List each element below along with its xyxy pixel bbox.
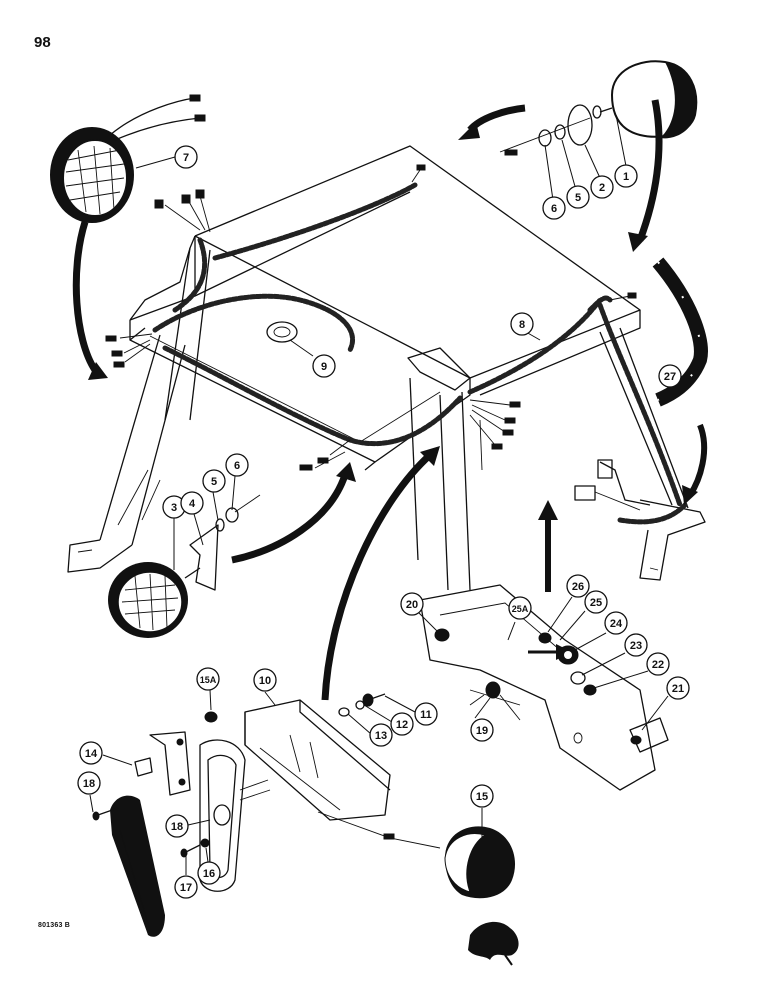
page-number: 98 [34, 34, 51, 51]
callout-16: 16 [197, 861, 221, 885]
callout-1: 1 [614, 164, 638, 188]
svg-text:11: 11 [420, 709, 432, 721]
callout-11: 11 [414, 702, 438, 726]
svg-text:23: 23 [630, 640, 642, 652]
callout-8: 8 [510, 312, 534, 336]
svg-text:12: 12 [396, 719, 408, 731]
callout-23: 23 [624, 633, 648, 657]
svg-text:27: 27 [664, 371, 676, 383]
leader-lines [89, 114, 703, 875]
svg-text:5: 5 [575, 192, 581, 204]
callout-21: 21 [666, 676, 690, 700]
callout-22: 22 [646, 652, 670, 676]
callout-13: 13 [369, 723, 393, 747]
svg-text:7: 7 [183, 152, 189, 164]
svg-text:4: 4 [189, 498, 196, 510]
printer-mark [468, 921, 519, 966]
svg-text:15: 15 [476, 791, 488, 803]
callout-5-lower: 5 [202, 469, 226, 493]
rear-work-lamp [499, 60, 698, 156]
callout-9: 9 [312, 354, 336, 378]
callout-20: 20 [400, 592, 424, 616]
callout-19: 19 [470, 718, 494, 742]
svg-text:25: 25 [590, 597, 602, 609]
front-left-lamp [50, 94, 206, 223]
svg-text:15A: 15A [200, 675, 217, 685]
lower-front-lamp [108, 494, 261, 638]
callout-26: 26 [566, 574, 590, 598]
svg-text:9: 9 [321, 361, 327, 373]
svg-text:26: 26 [572, 581, 584, 593]
callout-15: 15 [470, 784, 494, 808]
callout-4: 4 [180, 491, 204, 515]
svg-text:10: 10 [259, 675, 271, 687]
direction-arrows [72, 99, 708, 701]
callout-6-top: 6 [542, 196, 566, 220]
svg-text:13: 13 [375, 730, 387, 742]
canopy-frame [67, 145, 706, 591]
svg-text:19: 19 [476, 725, 488, 737]
svg-text:3: 3 [171, 502, 177, 514]
svg-text:17: 17 [180, 882, 192, 894]
grommet [266, 321, 298, 343]
callout-5-top: 5 [566, 185, 590, 209]
lamp-housing-assembly [92, 693, 516, 937]
callout-7: 7 [174, 145, 198, 169]
callout-27: 27 [658, 364, 682, 388]
svg-text:20: 20 [406, 599, 418, 611]
svg-text:2: 2 [599, 182, 605, 194]
callout-18-right: 18 [165, 814, 189, 838]
hose [652, 257, 708, 407]
callout-12: 12 [390, 712, 414, 736]
callout-18-left: 18 [77, 771, 101, 795]
svg-text:25A: 25A [512, 604, 529, 614]
callout-17: 17 [174, 875, 198, 899]
svg-text:18: 18 [171, 821, 183, 833]
callout-6-lower: 6 [225, 453, 249, 477]
drawing-code: 801363 B [38, 922, 70, 929]
callout-10: 10 [253, 668, 277, 692]
switch-panel-bracket [419, 584, 669, 791]
callout-25: 25 [584, 590, 608, 614]
svg-text:6: 6 [551, 203, 557, 215]
svg-text:14: 14 [85, 748, 98, 760]
svg-text:21: 21 [672, 683, 684, 695]
svg-text:1: 1 [623, 171, 629, 183]
svg-text:18: 18 [83, 778, 95, 790]
gasket [567, 104, 593, 146]
callout-15A: 15A [196, 667, 220, 691]
svg-text:16: 16 [203, 868, 215, 880]
callout-25A: 25A [508, 596, 532, 620]
callout-24: 24 [604, 611, 628, 635]
svg-text:5: 5 [211, 476, 217, 488]
svg-text:24: 24 [610, 618, 623, 630]
svg-text:6: 6 [234, 460, 240, 472]
knob [434, 628, 450, 642]
callout-14: 14 [79, 741, 103, 765]
wire-harness [105, 164, 688, 525]
svg-text:22: 22 [652, 659, 664, 671]
callout-2: 2 [590, 175, 614, 199]
svg-text:8: 8 [519, 319, 525, 331]
